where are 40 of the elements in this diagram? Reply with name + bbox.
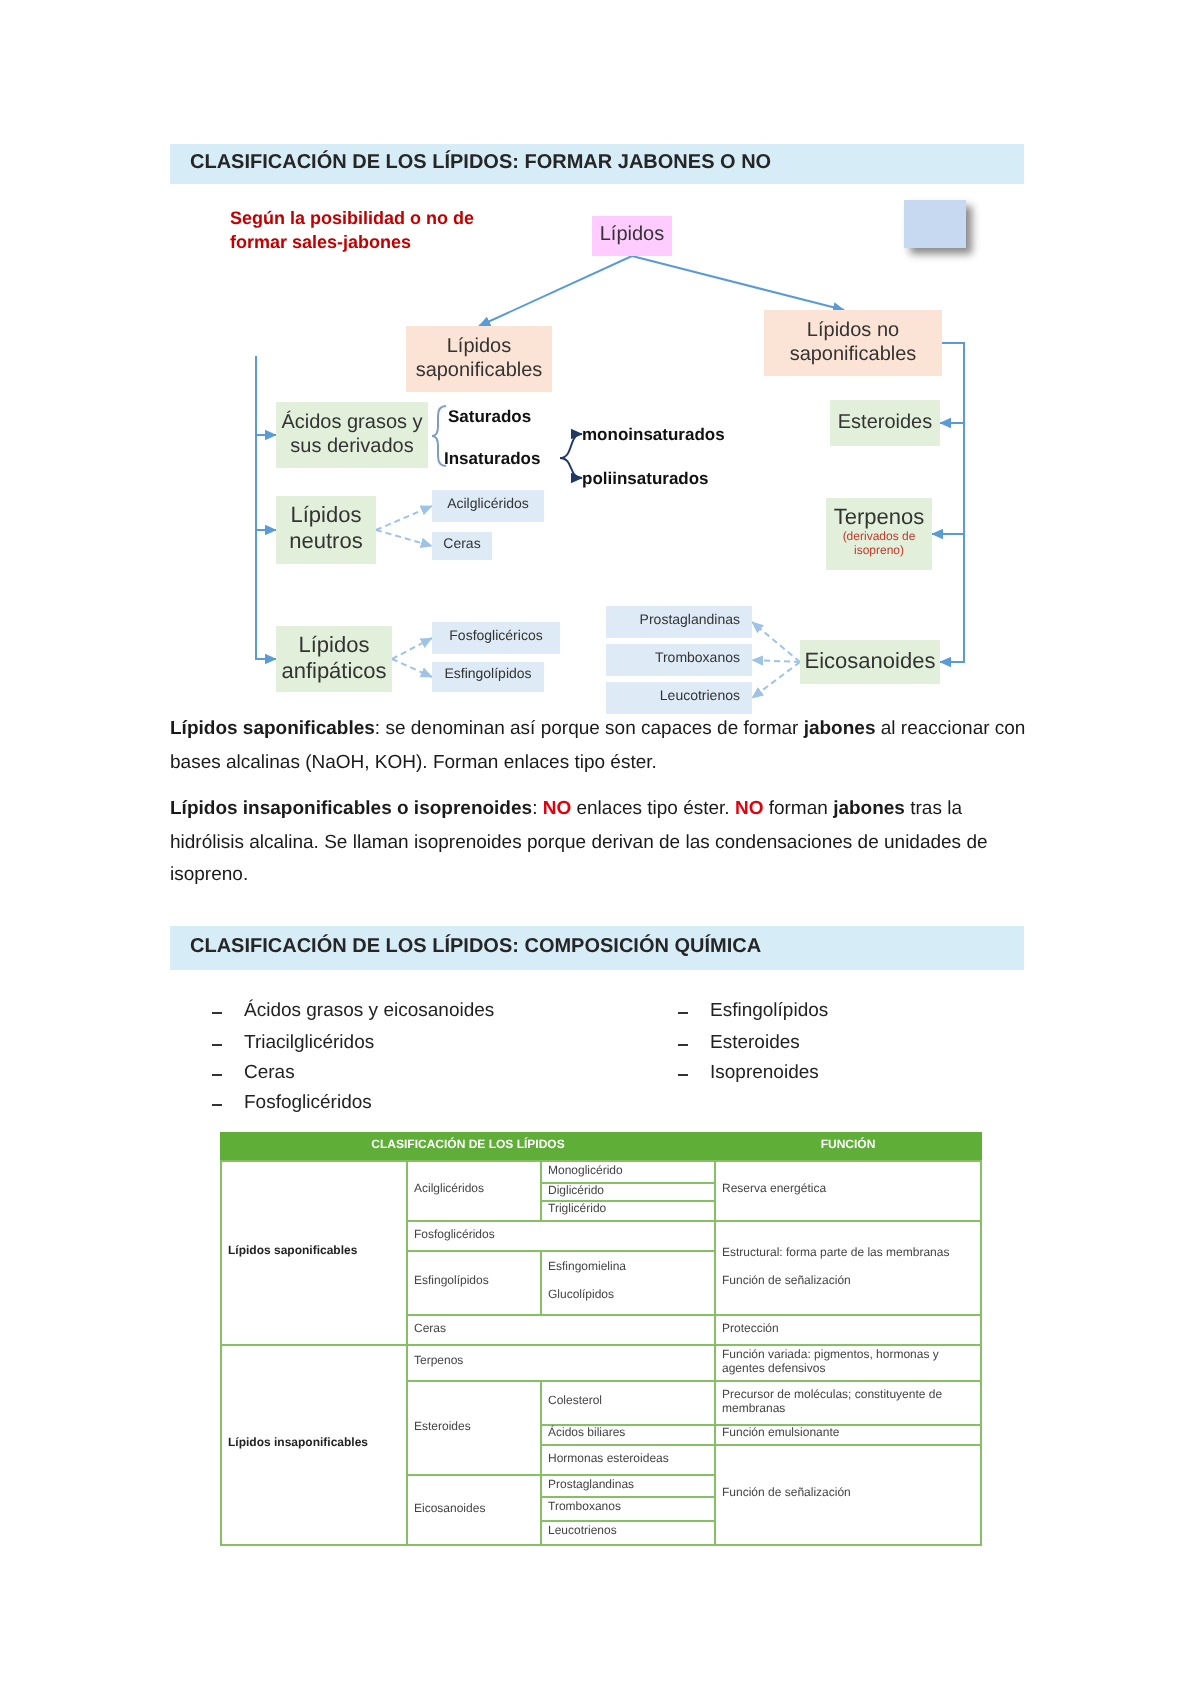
arrow [375, 505, 433, 531]
group-box: Lípidos neutros [276, 496, 376, 564]
category-box: Lípidos saponificables [406, 326, 552, 392]
group-box: Esteroides [830, 400, 940, 446]
arrow [391, 658, 433, 678]
arrow [751, 661, 801, 699]
term-text: poliinsaturados [582, 464, 726, 492]
arrow [559, 430, 583, 459]
section-heading: CLASIFICACIÓN DE LOS LÍPIDOS: FORMAR JABONES O NO [170, 144, 1024, 184]
group-box: Ácidos grasos y sus derivados [276, 402, 428, 468]
term-text: Saturados [448, 406, 532, 426]
box-title: Terpenos [833, 506, 925, 531]
shadowed-box [904, 200, 966, 248]
section-heading: CLASIFICACIÓN DE LOS LÍPIDOS: COMPOSICIÓN QUÍMICA [170, 926, 1024, 970]
arrow [559, 457, 583, 482]
arrow [751, 621, 801, 663]
list-item: Ceras [244, 1062, 295, 1086]
category-box: Lípidos no saponificables [764, 310, 942, 376]
list-item: Ácidos grasos y eicosanoides [244, 1000, 495, 1024]
list-item: Fosfoglicéridos [244, 1092, 372, 1116]
paragraph: Lípidos saponificables: se denominan así porque son capaces de formar jabones al reaccionar con bases alcalinas (NaOH, KOH). Forman enlaces tipo éster. [170, 716, 1028, 777]
term-text: Insaturados [444, 444, 560, 472]
arrow [255, 355, 277, 665]
arrow [478, 255, 633, 327]
arrow [751, 655, 801, 666]
group-box [826, 498, 932, 570]
group-box: Lípidos anfipáticos [276, 626, 392, 692]
arrow [375, 529, 433, 548]
note-text: Según la posibilidad o no de formar sales-jabones [230, 208, 477, 255]
list-item: Triacilglicéridos [244, 1032, 375, 1056]
term-text: monoinsaturados [582, 420, 742, 448]
paragraph: Lípidos insaponificables o isoprenoides: NO enlaces tipo éster. NO forman jabones tras la hidrólisis alcalina. Se llaman isoprenoides porque derivan de las condensaciones de unidades de isopreno. [170, 796, 990, 890]
list-item: Isoprenoides [710, 1062, 819, 1086]
root-box: Lípidos [592, 216, 672, 256]
arrow [939, 342, 965, 668]
list-item: Esteroides [710, 1032, 800, 1056]
group-box: Eicosanoides [800, 640, 940, 684]
list-item: Esfingolípidos [710, 1000, 829, 1024]
arrow [391, 637, 433, 660]
arrow [631, 255, 846, 313]
